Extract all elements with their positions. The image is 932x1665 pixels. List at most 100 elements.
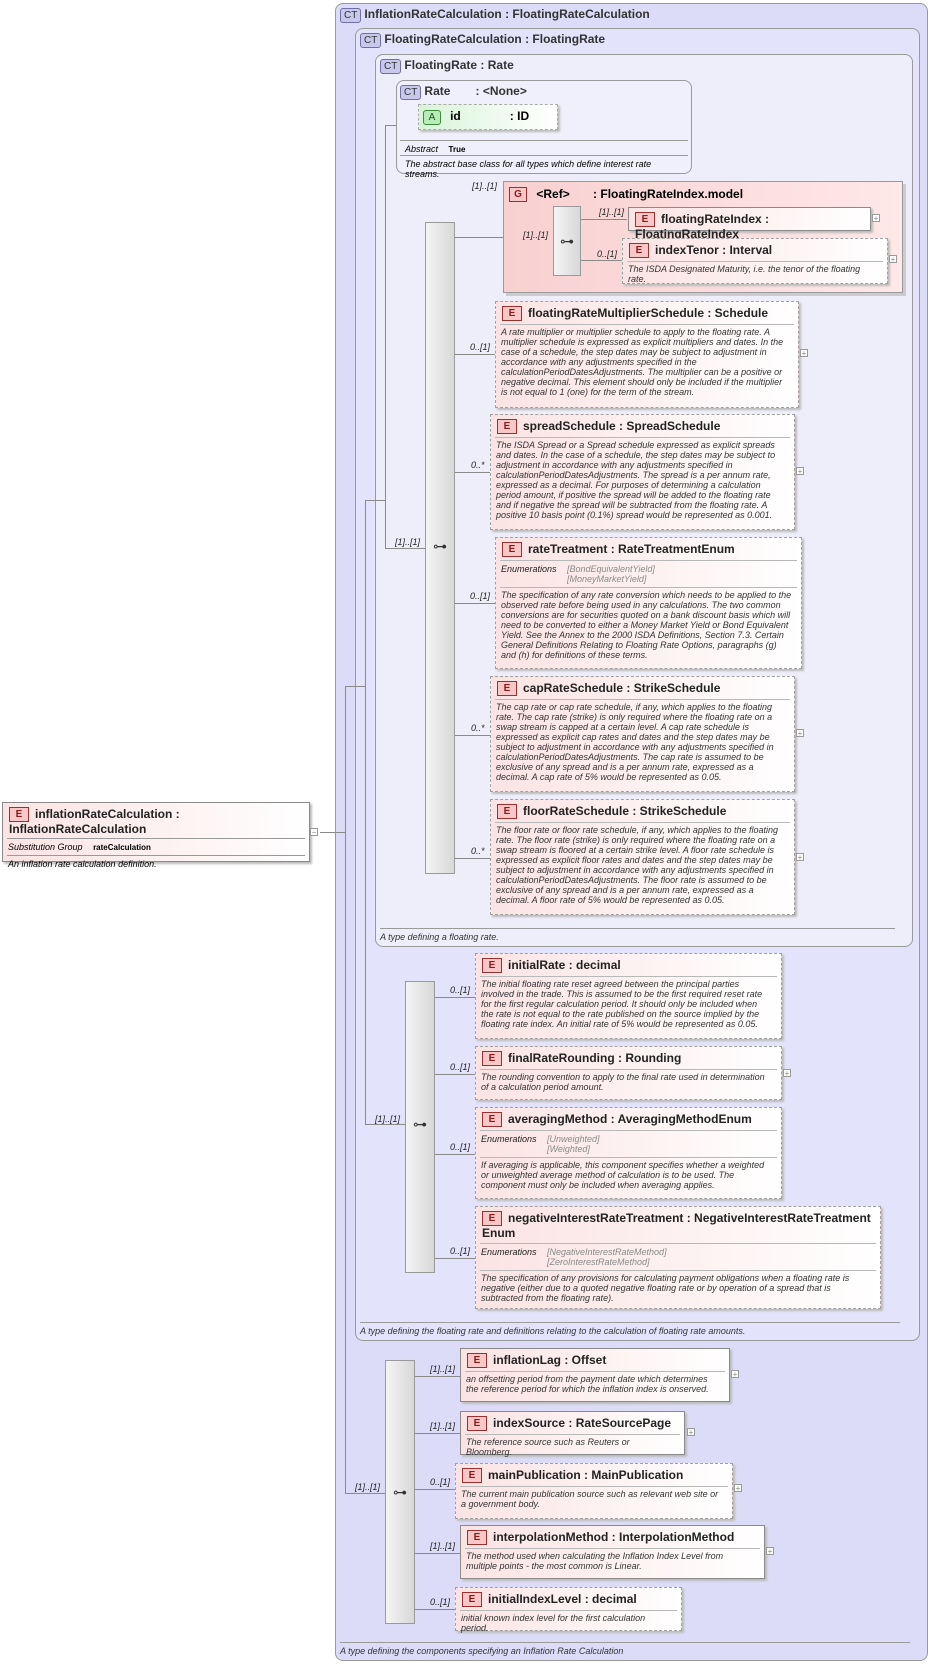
expand-plus-icon[interactable]: + [872,214,880,223]
expand-plus-icon[interactable]: − [310,828,318,837]
fri-title: floatingRateIndex : FloatingRateIndex [635,212,770,242]
group-cardinality: [1]..[1] [472,181,498,191]
connector-line [415,1433,460,1434]
abstract-label: Abstract [405,144,439,154]
element-icon: E [635,212,655,228]
connector-line [415,1609,455,1610]
expand-plus-icon[interactable]: + [734,1484,742,1493]
element-icon: E [502,542,522,558]
element-doc: The reference source such as Reuters or … [465,1434,680,1460]
element-title: capRateSchedule : StrikeSchedule [523,681,721,695]
expand-plus-icon[interactable]: + [731,1370,739,1379]
enum-value: [MoneyMarketYield] [567,574,647,585]
rate-title-row: CT Rate : <None> [400,84,527,100]
element-doc: The specification of any rate conversion… [500,587,797,663]
connector-line [435,1154,475,1155]
fri-cardinality: [1]..[1] [599,207,625,217]
element-icon: E [629,243,649,259]
tenor-doc: The ISDA Designated Maturity, i.e. the t… [627,261,883,287]
sequence-compositor-group[interactable] [553,206,581,276]
element-cardinality: [1]..[1] [430,1541,456,1551]
connector-line [455,472,490,473]
element-doc: The rounding convention to apply to the … [480,1069,777,1095]
expand-plus-icon[interactable]: + [889,255,897,264]
group-type: : FloatingRateIndex.model [593,187,744,201]
rate-name: Rate [424,84,451,98]
expand-plus-icon[interactable]: + [800,349,808,358]
group-ref: <Ref> [536,187,570,201]
root-title: inflationRateCalculation : InflationRate… [9,807,180,837]
sequence-compositor-icon: ⊶ [433,538,447,554]
element-title: interpolationMethod : InterpolationMetho… [493,1530,735,1544]
abstract-value: True [448,145,466,154]
group-seq-cardinality: [1]..[1] [523,230,549,240]
connector-line [365,500,385,501]
rate-doc: The abstract base class for all types wh… [400,155,688,182]
element-icon: E [467,1530,487,1546]
element-cardinality: 0..* [471,723,485,733]
element-cardinality: [1]..[1] [430,1421,456,1431]
element-title: initialIndexLevel : decimal [488,1592,637,1606]
enum-label: Enumerations [501,564,557,575]
element-icon: E [482,1112,502,1128]
element-cardinality: 0..[1] [470,591,491,601]
sequence-compositor-1[interactable] [425,222,455,874]
expand-plus-icon[interactable]: + [783,1069,791,1078]
attribute-name: id [450,109,461,123]
expand-plus-icon[interactable]: + [796,853,804,862]
sequence-compositor-icon: ⊶ [393,1484,407,1500]
element-title: mainPublication : MainPublication [488,1468,684,1482]
element-doc: an offsetting period from the payment da… [465,1371,725,1397]
element-icon: E [9,807,29,823]
fr-title: FloatingRate : Rate [404,58,514,72]
element-icon: E [467,1416,487,1432]
connector-line [435,1258,475,1259]
enum-value: [Unweighted] [547,1134,600,1145]
connector-line [345,1493,385,1494]
expand-plus-icon[interactable]: + [687,1428,695,1437]
tenor-cardinality: 0..[1] [597,249,618,259]
attribute-type: : ID [509,109,530,123]
sequence-compositor-3[interactable] [385,1360,415,1624]
expand-plus-icon[interactable]: + [796,467,804,476]
expand-plus-icon[interactable]: + [796,729,804,738]
element-icon: E [497,419,517,435]
element-cardinality: 0..[1] [430,1477,451,1487]
element-title: floatingRateMultiplierSchedule : Schedul… [528,306,769,320]
element-title: spreadSchedule : SpreadSchedule [523,419,721,433]
fr-doc: A type defining a floating rate. [380,928,895,942]
element-doc: The method used when calculating the Inf… [465,1548,760,1574]
frc-title-row: CT FloatingRateCalculation : FloatingRat… [360,32,605,48]
fr-title-row: CT FloatingRate : Rate [380,58,514,74]
enum-label: Enumerations [481,1134,537,1145]
element-title: averagingMethod : AveragingMethodEnum [508,1112,752,1126]
sequence-compositor-icon: ⊶ [413,1116,427,1132]
connector-line [345,686,365,687]
sequence-compositor-2[interactable] [405,981,435,1273]
enumerations-row: Enumerations [Unweighted][Weighted] [480,1130,777,1157]
enumerations-row: Enumerations [BondEquivalentYield][Money… [500,560,797,587]
connector-line [435,1074,475,1075]
expand-plus-icon[interactable]: + [766,1547,774,1556]
enum-value: [BondEquivalentYield] [567,564,655,575]
element-doc: The cap rate or cap rate schedule, if an… [495,699,790,785]
element-icon: E [482,958,502,974]
connector-line [455,735,490,736]
